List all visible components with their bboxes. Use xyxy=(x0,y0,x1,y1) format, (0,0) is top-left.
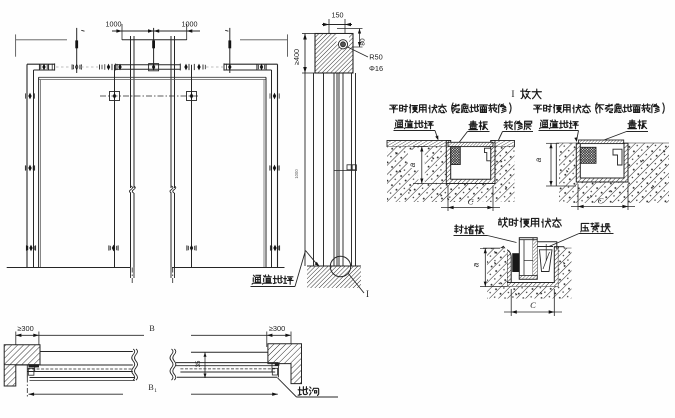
svg-text:C: C xyxy=(598,196,604,206)
svg-text:I: I xyxy=(366,289,369,299)
svg-text:1: 1 xyxy=(154,388,157,394)
svg-text:≥300: ≥300 xyxy=(17,324,33,333)
svg-text:C: C xyxy=(468,197,474,207)
svg-text:B: B xyxy=(148,383,153,392)
svg-text:35: 35 xyxy=(196,360,202,367)
svg-text:C: C xyxy=(530,300,536,310)
svg-text:a: a xyxy=(534,157,543,162)
svg-text:≥400: ≥400 xyxy=(292,49,301,65)
svg-text:150: 150 xyxy=(332,11,344,20)
svg-text:≥300: ≥300 xyxy=(269,324,285,333)
svg-text:I: I xyxy=(511,90,514,100)
svg-text:80: 80 xyxy=(360,38,367,46)
svg-text:R50: R50 xyxy=(369,53,383,62)
svg-text:1000: 1000 xyxy=(182,20,198,29)
svg-text:a: a xyxy=(472,262,481,267)
svg-text:a: a xyxy=(408,162,417,167)
svg-text:1000: 1000 xyxy=(106,20,122,29)
svg-text:Φ16: Φ16 xyxy=(369,64,383,73)
svg-text:1000: 1000 xyxy=(294,169,299,179)
svg-text:B: B xyxy=(149,324,154,333)
